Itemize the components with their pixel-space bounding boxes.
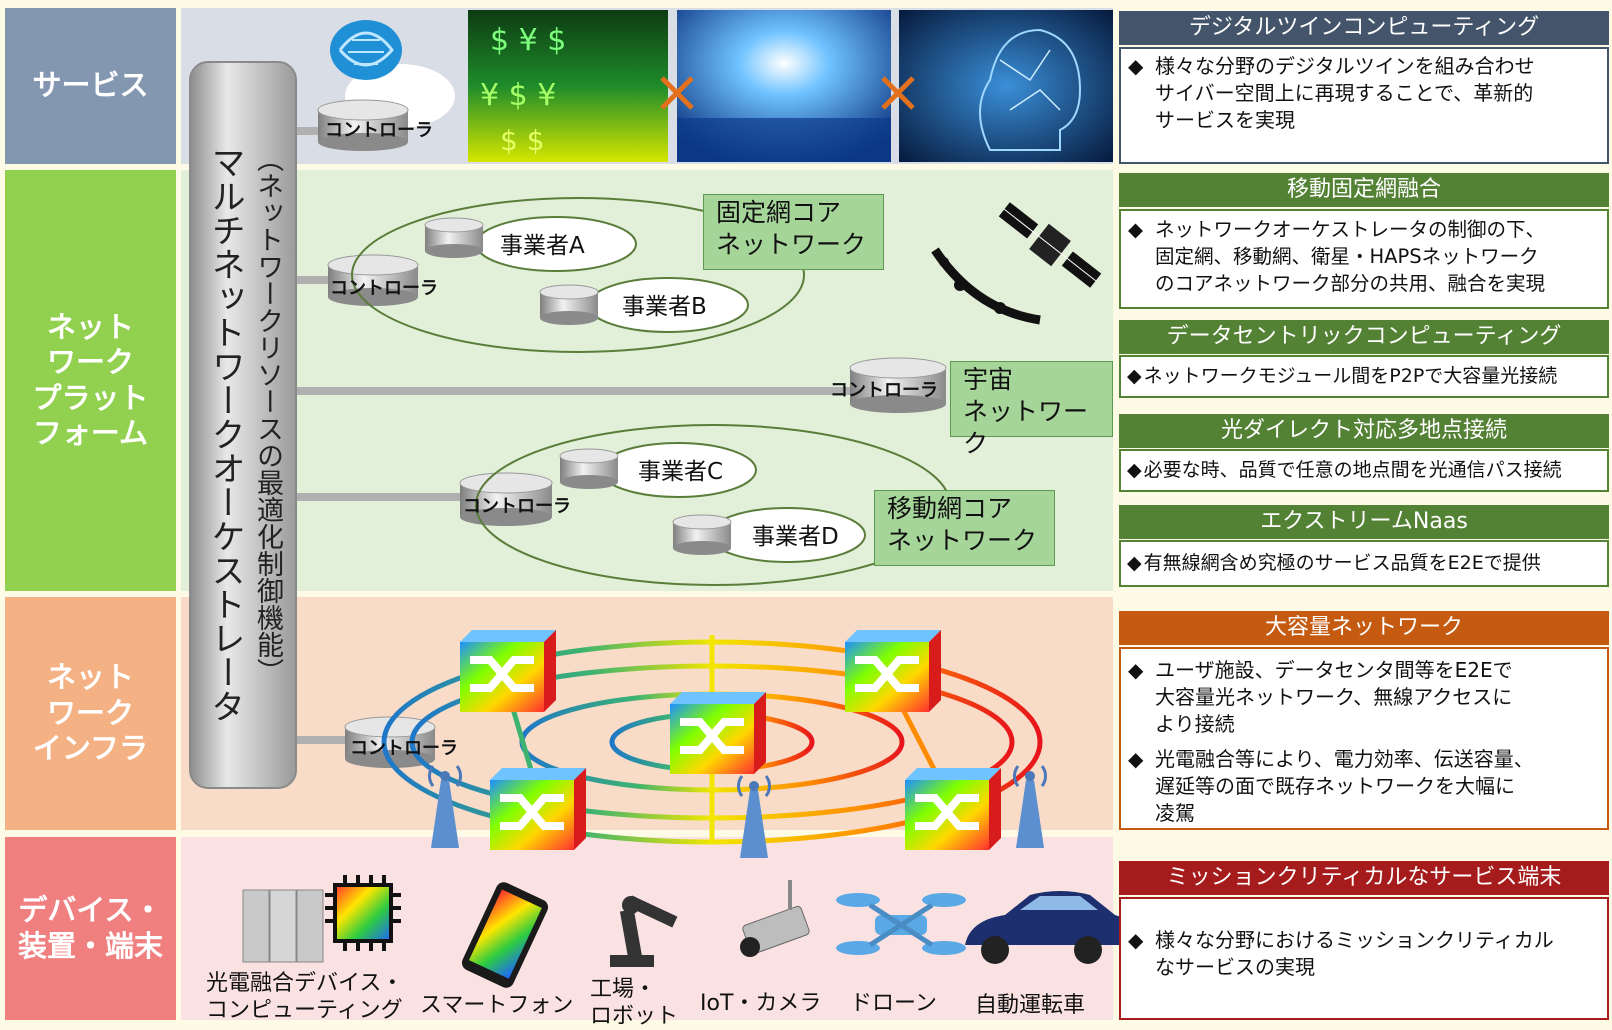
panel-title: 移動固定網融合: [1119, 173, 1609, 207]
svg-text:$ ¥ $: $ ¥ $: [490, 23, 566, 58]
space-network-label: 宇宙 ネットワーク: [950, 361, 1113, 458]
panel-title: エクストリームNaas: [1119, 505, 1609, 539]
optical-switch-cube: [905, 768, 1001, 850]
optical-switch-cube: [670, 692, 766, 774]
svg-text:$ $: $ $: [500, 124, 545, 157]
bullet-text: ネットワークオーケストレータの制御の下、 固定網、移動網、衛星・HAPSネットワ…: [1128, 216, 1599, 297]
panel-title: データセントリックコンピューティング: [1119, 320, 1609, 354]
panel-body: ネットワークモジュール間をP2Pで大容量光接続: [1119, 355, 1609, 398]
controller-mobile: [459, 472, 553, 526]
panel-title: ミッションクリティカルなサービス端末: [1119, 861, 1609, 895]
layer-label-network-platform: ネット ワーク プラット フォーム: [5, 170, 176, 591]
optical-switch-cube: [845, 630, 941, 712]
orchestrator-label: （ネットワークリソースの最適化制御機能） マルチネットワークオーケストレータ: [200, 145, 290, 745]
bullet-text: 様々な分野におけるミッションクリティカル なサービスの実現: [1128, 927, 1599, 981]
antenna-icon: [428, 765, 462, 848]
controller-service: [317, 99, 409, 151]
panel-body: 有無線網含め究極のサービス品質をE2Eで提供: [1119, 540, 1609, 587]
bullet-text: 光電融合等により、電力効率、伝送容量、 遅延等の面で既存ネットワークを大幅に 凌…: [1128, 746, 1599, 827]
satellite-icon: [998, 202, 1102, 288]
panel-body: ユーザ施設、データセンタ間等をE2Eで 大容量光ネットワーク、無線アクセスに よ…: [1119, 647, 1609, 830]
camera-icon: [740, 880, 810, 957]
device-label-robot: 工場・ ロボット: [590, 977, 679, 1029]
server-rack-icon: [242, 889, 324, 963]
autonomous-car-icon: [965, 891, 1137, 964]
controller-fixed: [327, 254, 419, 306]
svg-text:¥ $ ¥: ¥ $ ¥: [480, 78, 556, 113]
digital-human-image: [899, 10, 1113, 162]
panel-title: デジタルツインコンピューティング: [1119, 11, 1609, 45]
controller-label: コントローラ: [350, 738, 458, 759]
device-label-camera: IoT・カメラ: [700, 991, 822, 1016]
bullet-text: 必要な時、品質で任意の地点間を光通信パス接続: [1127, 457, 1562, 484]
optical-switch-cube: [490, 768, 586, 850]
operator-a-db-icon: [424, 217, 484, 258]
panel-body: ネットワークオーケストレータの制御の下、 固定網、移動網、衛星・HAPSネットワ…: [1119, 209, 1609, 309]
chip-icon: [325, 875, 401, 951]
operator-d-label: 事業者D: [752, 524, 839, 550]
device-label-smartphone: スマートフォン: [420, 993, 574, 1018]
mobile-core-network-label: 移動網コア ネットワーク: [874, 490, 1055, 566]
smartphone-icon: [461, 882, 549, 988]
haps-icon: [931, 247, 1041, 325]
finance-image: $ ¥ $ ¥ $ ¥ $ $: [468, 10, 668, 162]
layer-label-devices: デバイス・ 装置・端末: [5, 837, 176, 1020]
city-network-image: [677, 10, 891, 162]
controller-label: コントローラ: [330, 278, 438, 299]
orchestrator-subtitle: （ネットワークリソースの最適化制御機能）: [252, 145, 283, 685]
fixed-core-network-label: 固定網コア ネットワーク: [703, 194, 884, 270]
panel-body: 様々な分野におけるミッションクリティカル なサービスの実現: [1119, 897, 1609, 1020]
bullet-text: 様々な分野のデジタルツインを組み合わせ サイバー空間上に再現することで、革新的 …: [1128, 53, 1599, 134]
device-label-car: 自動運転車: [975, 993, 1086, 1018]
antenna-icon: [1013, 765, 1047, 848]
operator-c-label: 事業者C: [638, 459, 723, 485]
controller-label: コントローラ: [325, 120, 433, 141]
bullet-text: ユーザ施設、データセンタ間等をE2Eで 大容量光ネットワーク、無線アクセスに よ…: [1128, 657, 1599, 738]
operator-c-db-icon: [559, 448, 619, 489]
antenna-icon: [737, 775, 771, 858]
operator-d-db-icon: [672, 514, 732, 555]
bullet-text: ネットワークモジュール間をP2Pで大容量光接続: [1127, 363, 1558, 390]
controller-space: [849, 357, 947, 413]
fixed-core-ellipse: [351, 197, 805, 353]
layer-label-network-infra: ネット ワーク インフラ: [5, 597, 176, 830]
robot-arm-icon: [610, 895, 678, 967]
device-label-photonic: 光電融合デバイス・ コンピューティング: [206, 971, 404, 1023]
operator-b-db-icon: [539, 284, 599, 325]
drone-icon: [836, 893, 966, 955]
panel-title: 光ダイレクト対応多地点接続: [1119, 414, 1609, 448]
optical-switch-cube: [460, 630, 556, 712]
bullet-text: 有無線網含め究極のサービス品質をE2Eで提供: [1127, 550, 1541, 577]
orchestrator-pillar: [189, 61, 297, 789]
orchestrator-title: マルチネットワークオーケストレータ: [205, 145, 245, 723]
operator-a-label: 事業者A: [500, 233, 585, 259]
controller-label: コントローラ: [830, 380, 938, 401]
panel-title: 大容量ネットワーク: [1119, 611, 1609, 645]
panel-body: 必要な時、品質で任意の地点間を光通信パス接続: [1119, 449, 1609, 492]
device-label-drone: ドローン: [850, 991, 937, 1016]
combine-cross-icons: [660, 76, 915, 110]
controller-label: コントローラ: [463, 496, 571, 517]
layer-label-service: サービス: [5, 8, 176, 164]
panel-body: 様々な分野のデジタルツインを組み合わせ サイバー空間上に再現することで、革新的 …: [1119, 47, 1609, 164]
operator-b-label: 事業者B: [622, 294, 707, 320]
